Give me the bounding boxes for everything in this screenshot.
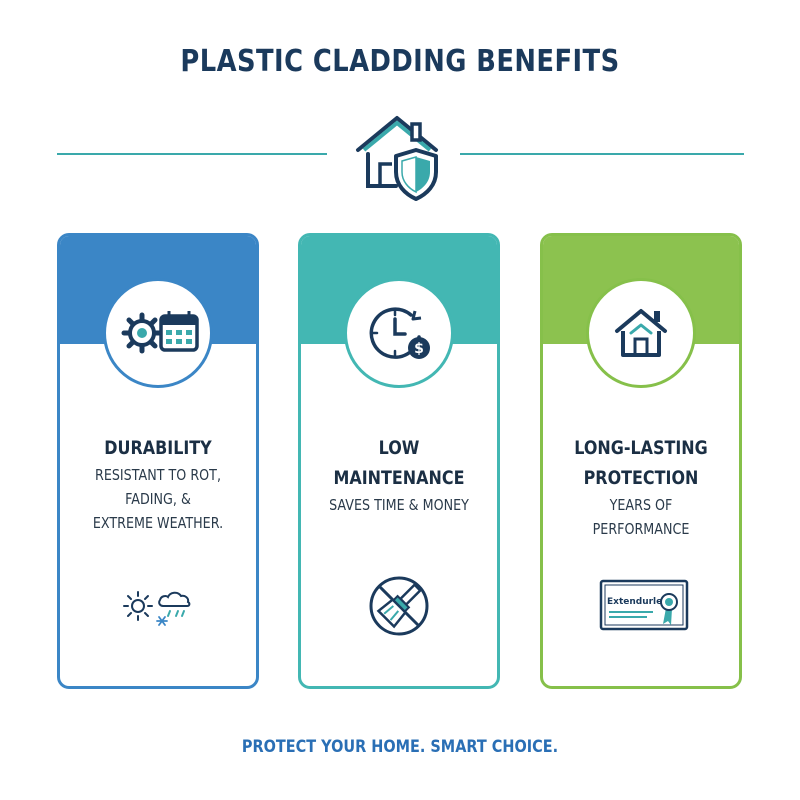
svg-text:$: $ [414, 341, 424, 357]
icon-circle [103, 278, 213, 388]
page-title: PLASTIC CLADDING BENEFITS [180, 44, 620, 79]
low-maintenance-card: $ LOW MAINTENANCE SAVES TIME & MONEY [298, 233, 500, 689]
long-lasting-protection-card: LONG-LASTING PROTECTION YEARS OF PERFORM… [540, 233, 742, 689]
divider-left [57, 153, 327, 155]
no-paintbrush-icon [369, 576, 429, 636]
card-description: SAVES TIME & MONEY [329, 496, 469, 514]
house-shield-icon [356, 116, 438, 201]
tagline: PROTECT YOUR HOME. SMART CHOICE. [241, 737, 559, 757]
gear-calendar-icon [121, 311, 199, 354]
card-heading: DURABILITY [104, 437, 212, 459]
durability-card: DURABILITY RESISTANT TO ROT, FADING, & E… [57, 233, 259, 689]
clock-dollar-icon: $ [369, 307, 430, 359]
certificate-text: Extendurlet [607, 597, 667, 607]
card-description: YEARS OF PERFORMANCE [592, 496, 690, 538]
icon-circle: $ [344, 278, 454, 388]
card-heading: LONG-LASTING PROTECTION [574, 437, 708, 489]
card-heading: LOW MAINTENANCE [333, 437, 465, 489]
house-icon [615, 309, 667, 357]
weather-icon [123, 591, 191, 626]
warranty-certificate-icon: Extendurlet [599, 579, 689, 631]
divider-right [460, 153, 744, 155]
card-description: RESISTANT TO ROT, FADING, & EXTREME WEAT… [92, 466, 224, 532]
icon-circle [586, 278, 696, 388]
